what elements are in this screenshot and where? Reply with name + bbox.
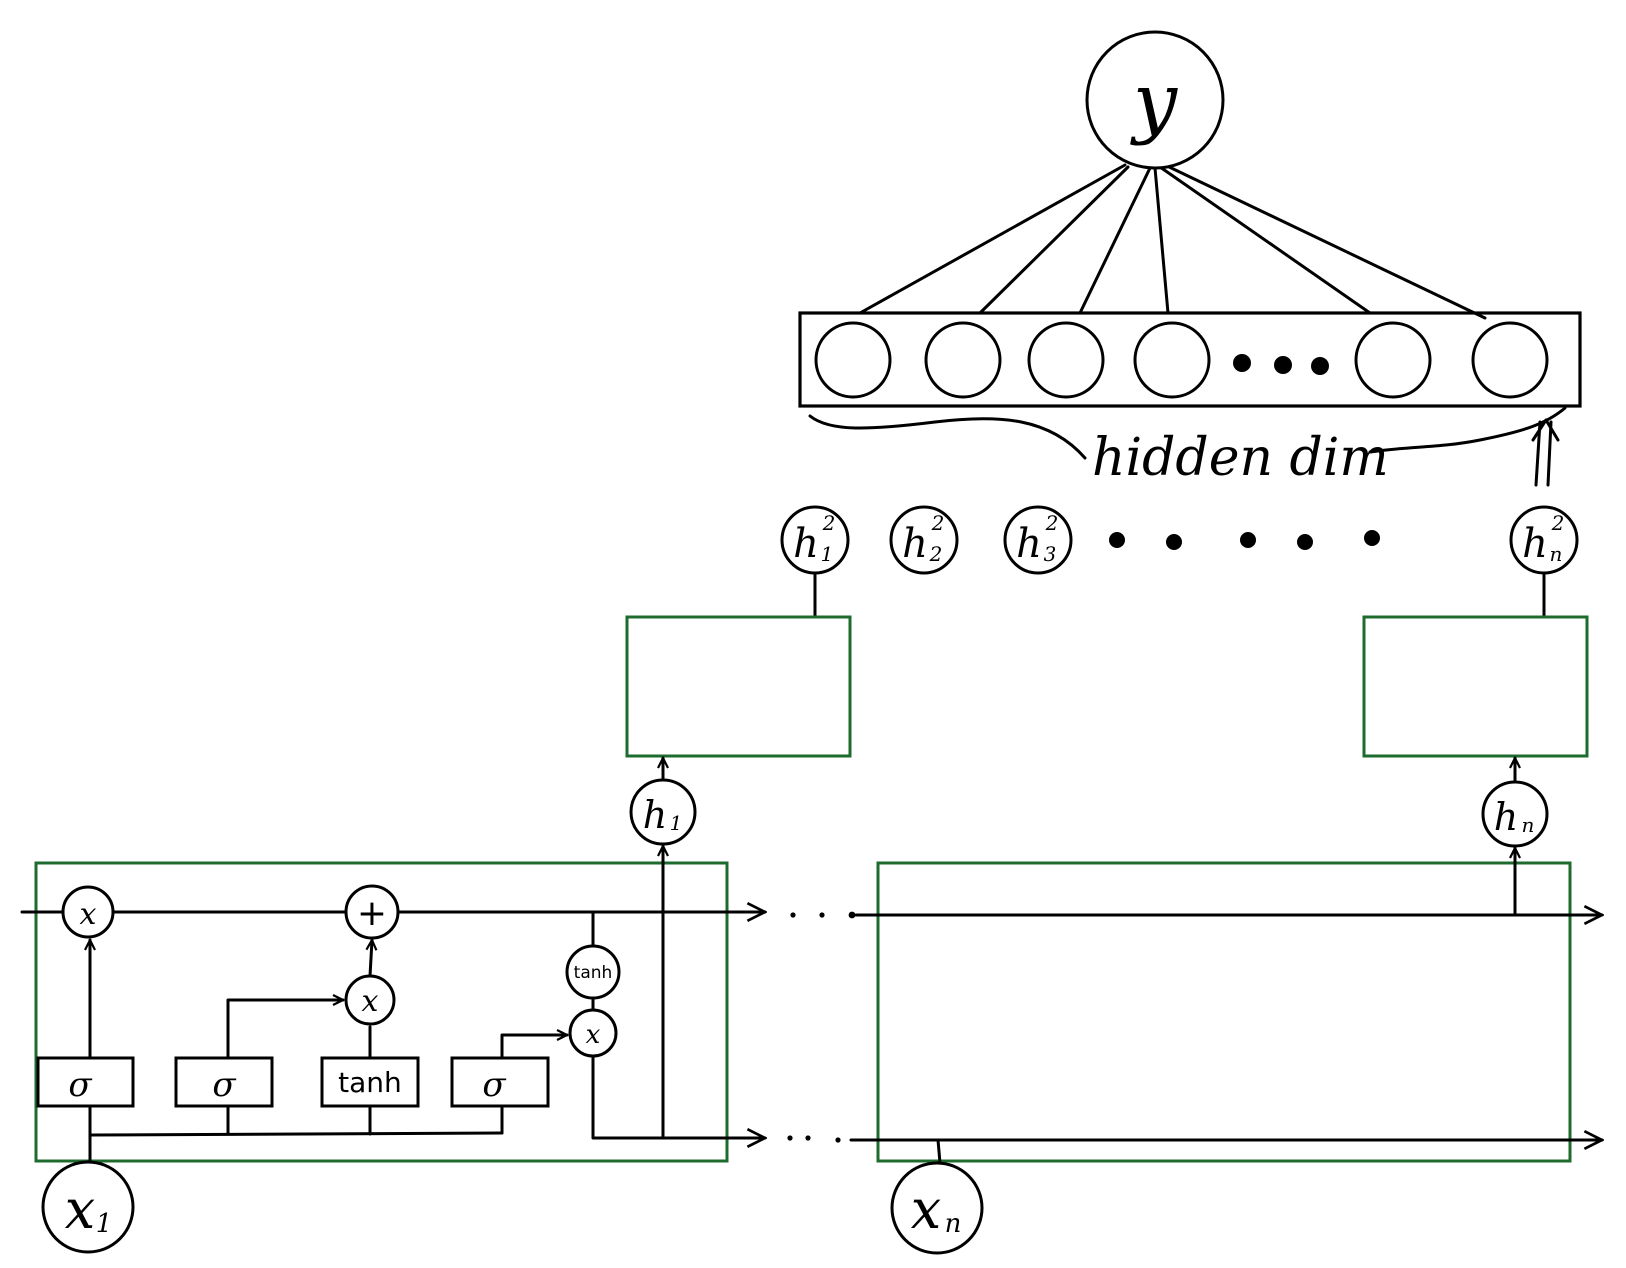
input-multiply-node: x	[344, 974, 396, 1026]
ellipsis-dot	[1311, 357, 1329, 375]
state-sup: 2	[822, 511, 836, 535]
second-layer-state-hn: h 2 n	[1509, 505, 1579, 619]
state-base: h	[1016, 521, 1042, 567]
lstm-cell-n	[849, 846, 1602, 1165]
state-sup: 2	[1045, 511, 1059, 535]
forget-multiply-node: x	[61, 885, 115, 939]
first-layer-state-h1: h 1	[629, 756, 697, 846]
ellipsis-dot	[805, 1135, 811, 1141]
output-node: y	[1085, 30, 1225, 170]
svg-text:x: x	[80, 897, 97, 932]
state-tanh-node: tanh	[565, 910, 621, 1000]
ellipsis-dot	[1274, 356, 1292, 374]
state-base: h	[1494, 795, 1518, 839]
svg-text:σ: σ	[68, 1065, 92, 1105]
input-gate: σ	[174, 1056, 274, 1108]
hidden-dim-brace: hidden dim	[808, 406, 1567, 488]
lstm-cell-1: x + x tanh x σ σ	[20, 844, 765, 1163]
state-base: h	[793, 521, 819, 567]
ellipsis-dot	[1166, 534, 1182, 550]
svg-text:x: x	[586, 1020, 601, 1050]
hidden-unit	[1354, 321, 1432, 399]
output-connections	[858, 163, 1487, 320]
hn2-to-hidden-arrow	[1531, 418, 1560, 487]
candidate-gate: tanh	[320, 1056, 420, 1108]
hidden-unit	[1471, 321, 1549, 399]
hidden-unit	[1133, 321, 1211, 399]
hidden-unit	[814, 321, 892, 399]
ellipsis-dot	[787, 1135, 793, 1141]
forget-gate: σ	[36, 1056, 135, 1108]
state-sub: 2	[929, 542, 943, 566]
second-layer-state-h2: h 2 2	[889, 505, 959, 575]
second-layer-state-h3: h 2 3	[1003, 505, 1073, 575]
ellipsis-dot	[1364, 530, 1380, 546]
output-node-label: y	[1130, 57, 1178, 147]
hidden-unit	[924, 321, 1002, 399]
ellipsis-dot	[1109, 532, 1125, 548]
input-base: x	[65, 1178, 95, 1241]
input-base: x	[911, 1178, 941, 1241]
state-sub: 3	[1044, 542, 1057, 566]
svg-text:x: x	[362, 984, 379, 1019]
second-layer-state-h1: h 2 1	[780, 505, 850, 619]
first-layer-state-hn: h n	[1481, 756, 1549, 848]
hidden-unit	[1027, 321, 1105, 399]
state-sup: 2	[1551, 511, 1565, 535]
svg-text:tanh: tanh	[574, 963, 613, 983]
input-sub: n	[945, 1209, 962, 1239]
cell-add-node: +	[344, 884, 400, 940]
second-layer-cell-n	[1362, 615, 1589, 758]
state-base: h	[643, 793, 667, 837]
svg-text:tanh: tanh	[338, 1066, 402, 1099]
ellipsis-dot	[819, 912, 825, 918]
ellipsis-dot	[848, 911, 856, 919]
ellipsis-dot	[1297, 534, 1313, 550]
input-xn: x n	[890, 1161, 984, 1255]
output-multiply-node: x	[568, 996, 618, 1058]
ellipsis-dot	[835, 1137, 841, 1143]
output-gate: σ	[450, 1056, 550, 1108]
svg-text:σ: σ	[212, 1065, 236, 1105]
svg-text:+: +	[357, 893, 387, 934]
hidden-dim-caption: hidden dim	[1092, 428, 1389, 488]
ellipsis-dot	[790, 912, 796, 918]
second-layer-ellipsis	[1109, 530, 1380, 550]
ellipsis-dot	[1233, 354, 1251, 372]
second-layer-cell-1	[625, 615, 852, 758]
state-sub: 1	[821, 542, 834, 566]
hidden-layer	[798, 311, 1582, 408]
input-sub: 1	[96, 1209, 113, 1239]
state-sub: 1	[670, 811, 683, 835]
ellipsis-dot	[1240, 532, 1256, 548]
svg-text:σ: σ	[482, 1065, 506, 1105]
state-base: h	[1522, 521, 1548, 567]
input-x1: x 1	[41, 1160, 135, 1254]
state-base: h	[902, 521, 928, 567]
state-sub: n	[1550, 542, 1563, 566]
sequence-ellipsis	[787, 911, 856, 1143]
state-sub: n	[1522, 813, 1535, 837]
state-sup: 2	[931, 511, 945, 535]
